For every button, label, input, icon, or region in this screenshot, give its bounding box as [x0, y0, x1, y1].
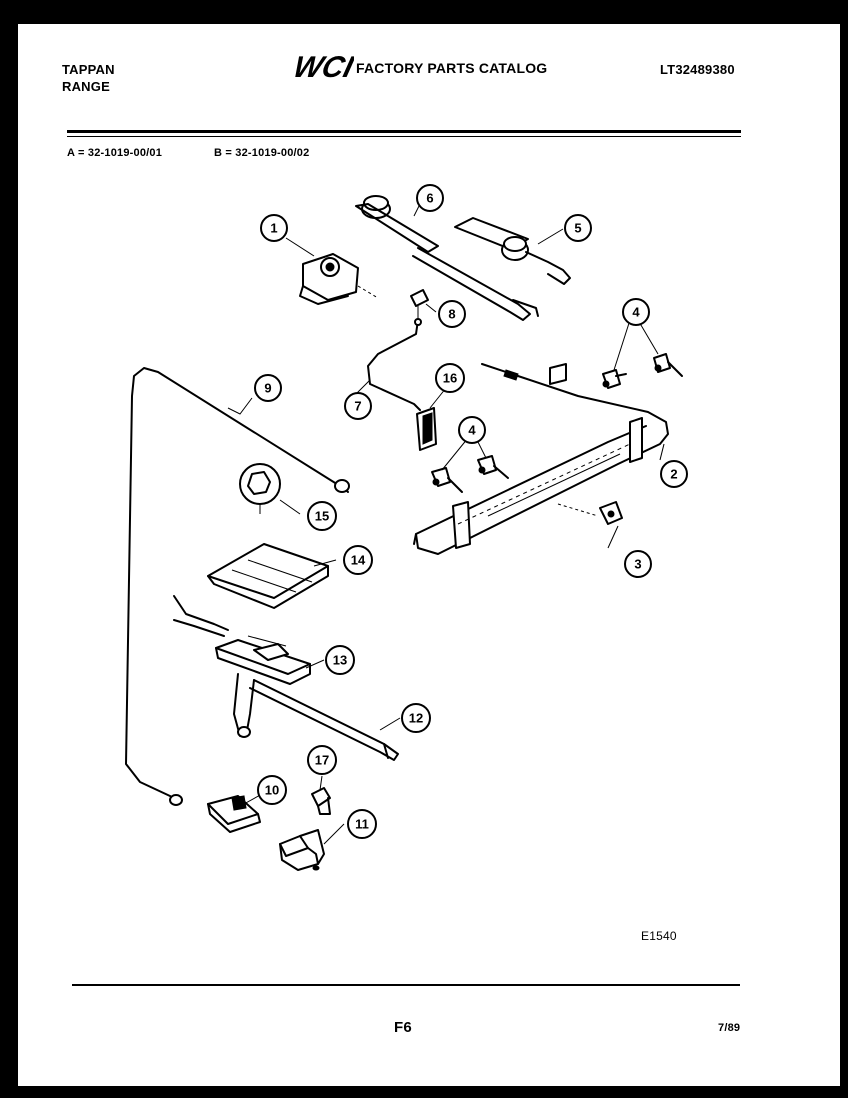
- callout-15: 15: [307, 501, 337, 531]
- callout-10: 10: [257, 775, 287, 805]
- part-14-shield: [207, 543, 329, 609]
- svg-text:12: 12: [409, 711, 423, 726]
- exploded-parts-diagram: 1 2 3 4 4 5 6 7 8 9 10 11 12 13 14 15 16…: [125, 184, 688, 871]
- part-10-block: [207, 795, 261, 833]
- svg-text:11: 11: [355, 817, 369, 832]
- header-rule-thick: [67, 130, 741, 133]
- model-number: LT32489380: [660, 62, 735, 77]
- callout-12: 12: [401, 703, 431, 733]
- footer-rule: [72, 984, 740, 986]
- leader-lines: [227, 203, 665, 845]
- part-6-burner: [355, 195, 539, 321]
- part-8-clip: [410, 289, 429, 320]
- callout-1: 1: [260, 214, 288, 242]
- callout-5: 5: [564, 214, 592, 242]
- callout-14: 14: [343, 545, 373, 575]
- part-15-nut: [239, 463, 281, 514]
- callout-3: 3: [624, 550, 652, 578]
- diagram-code: E1540: [641, 929, 677, 943]
- brand-block: TAPPAN RANGE: [62, 61, 115, 95]
- page-code: F6: [394, 1019, 412, 1036]
- part-9-tube: [125, 367, 350, 806]
- svg-text:6: 6: [426, 191, 433, 206]
- header-rule-thin: [67, 136, 741, 137]
- svg-text:3: 3: [634, 557, 641, 572]
- date-code: 7/89: [718, 1022, 741, 1034]
- callout-16: 16: [435, 363, 465, 393]
- callout-7: 7: [344, 392, 372, 420]
- callout-11: 11: [347, 809, 377, 839]
- callout-2: 2: [660, 460, 688, 488]
- part-12-burner-tube: [233, 673, 399, 761]
- part-13-bracket: [173, 595, 311, 685]
- callout-4-right: 4: [622, 298, 650, 326]
- part-7-tube: [367, 318, 422, 411]
- callout-8: 8: [438, 300, 466, 328]
- svg-text:17: 17: [315, 753, 329, 768]
- part-11-bracket: [279, 829, 325, 871]
- svg-text:7: 7: [354, 399, 361, 414]
- svg-text:13: 13: [333, 653, 347, 668]
- svg-text:5: 5: [574, 221, 581, 236]
- svg-text:4: 4: [632, 305, 640, 320]
- callout-4-left: 4: [458, 416, 486, 444]
- callout-6: 6: [416, 184, 444, 212]
- part-3-clip: [557, 501, 623, 525]
- svg-text:8: 8: [448, 307, 455, 322]
- part-16-switch: [416, 407, 437, 451]
- product-type: RANGE: [62, 79, 110, 94]
- svg-text:16: 16: [443, 371, 457, 386]
- callout-9: 9: [254, 374, 282, 402]
- callout-13: 13: [325, 645, 355, 675]
- logo-text: WCI: [290, 52, 354, 82]
- catalog-sheet: TAPPAN RANGE WCI FACTORY PARTS CATALOG L…: [18, 24, 840, 1086]
- catalog-title: FACTORY PARTS CATALOG: [356, 60, 548, 76]
- part-17-clip: [311, 787, 331, 815]
- svg-text:15: 15: [315, 509, 329, 524]
- part-4-valves-right: [602, 353, 683, 389]
- svg-text:4: 4: [468, 423, 476, 438]
- part-2-manifold: [413, 363, 669, 555]
- svg-text:2: 2: [670, 467, 677, 482]
- svg-text:14: 14: [351, 553, 366, 568]
- svg-text:9: 9: [264, 381, 271, 396]
- variant-b-label: B = 32-1019-00/02: [214, 147, 310, 159]
- svg-text:1: 1: [270, 221, 277, 236]
- callout-17: 17: [307, 745, 337, 775]
- svg-text:10: 10: [265, 783, 279, 798]
- wci-logo: WCI: [290, 52, 354, 82]
- part-5-burner: [454, 217, 571, 285]
- brand-name: TAPPAN: [62, 62, 115, 77]
- part-1-valve: [299, 253, 379, 305]
- part-4-valves-left: [431, 455, 509, 493]
- variant-a-label: A = 32-1019-00/01: [67, 147, 163, 159]
